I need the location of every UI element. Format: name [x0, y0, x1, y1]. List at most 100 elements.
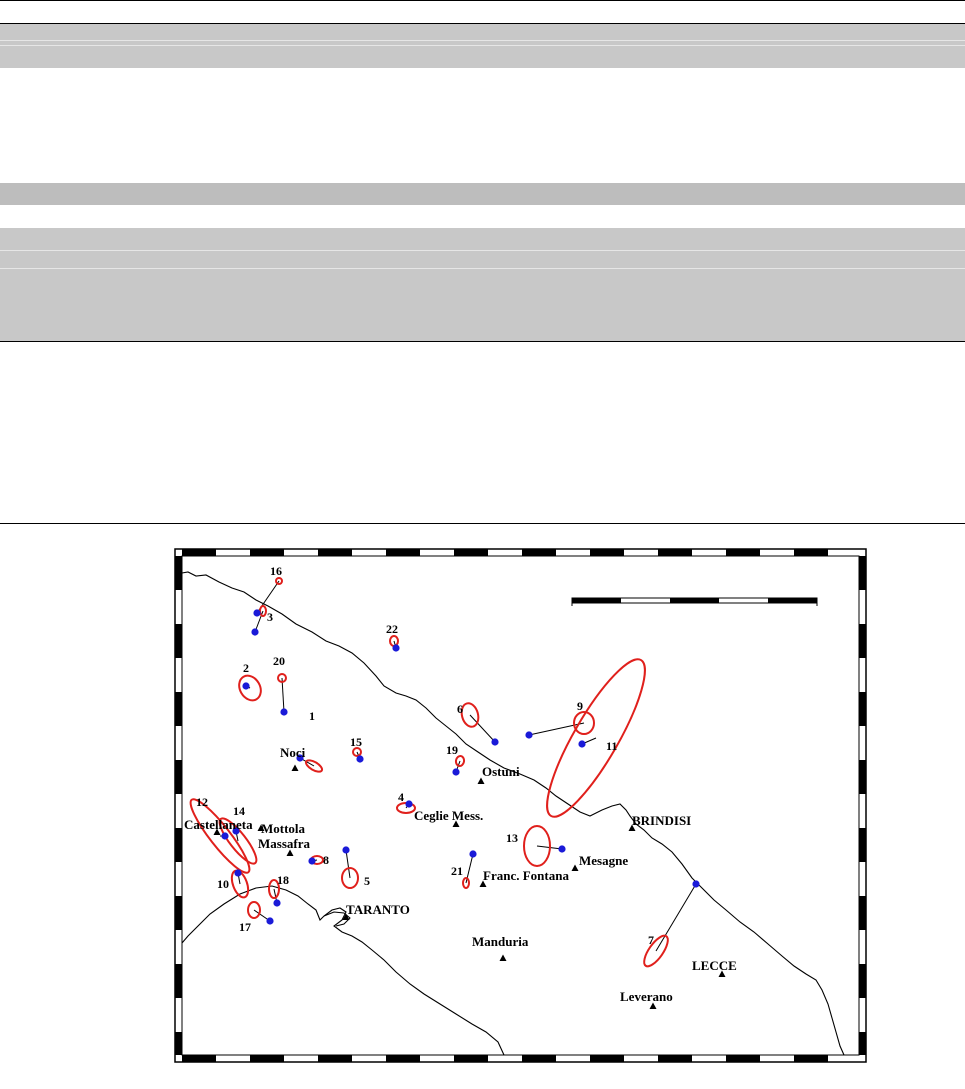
town-franc_fontana-triangle-icon — [479, 880, 487, 887]
epicenter-19-icon — [452, 768, 460, 776]
frame-tick-left — [175, 760, 182, 794]
frame-tick-bottom — [658, 1055, 692, 1062]
town-label-mottola: Mottola — [261, 821, 306, 836]
frame-tick-bottom — [454, 1055, 488, 1062]
error-ellipse-21 — [462, 877, 470, 889]
frame-tick-left — [175, 692, 182, 726]
town-castellaneta-triangle-icon — [213, 828, 221, 835]
frame-tick-top — [522, 549, 556, 556]
event-label-5: 5 — [364, 874, 370, 888]
town-mottola-triangle-icon — [257, 824, 265, 831]
town-leverano-triangle-icon — [649, 1002, 657, 1009]
epicenter-16-icon — [253, 609, 261, 617]
frame-tick-bottom — [318, 1055, 352, 1062]
town-label-leverano: Leverano — [620, 989, 673, 1004]
event-label-15: 15 — [350, 735, 362, 749]
event-label-3: 3 — [267, 610, 273, 624]
event-label-21: 21 — [451, 864, 463, 878]
town-ostuni-triangle-icon — [477, 777, 485, 784]
error-ellipse-2 — [238, 674, 262, 702]
event-label-13: 13 — [506, 831, 518, 845]
coastline — [181, 571, 845, 1056]
frame-tick-top — [250, 549, 284, 556]
town-label-brindisi: BRINDISI — [632, 813, 691, 828]
event-label-6: 6 — [457, 702, 463, 716]
town-taranto-triangle-icon — [342, 913, 350, 920]
frame-tick-left — [175, 896, 182, 930]
epicenter-7-icon — [692, 880, 700, 888]
town-label-taranto: TARANTO — [346, 902, 410, 917]
frame-tick-top — [590, 549, 624, 556]
epicenter-13-icon — [558, 845, 566, 853]
event-label-11: 11 — [606, 739, 617, 753]
error-ellipse-6 — [460, 702, 480, 728]
frame-tick-left — [175, 556, 182, 590]
frame-tick-bottom — [182, 1055, 216, 1062]
frame-tick-bottom — [794, 1055, 828, 1062]
town-label-manduria: Manduria — [472, 934, 529, 949]
frame-tick-bottom — [726, 1055, 760, 1062]
town-label-castellaneta: Castellaneta — [184, 817, 253, 832]
epicenter-14-icon — [232, 827, 240, 835]
frame-tick-top — [454, 549, 488, 556]
epicenter-21-icon — [469, 850, 477, 858]
town-massafra-triangle-icon — [286, 849, 294, 856]
frame-tick-bottom — [522, 1055, 556, 1062]
error-ellipse-18 — [268, 879, 280, 899]
town-lecce-triangle-icon — [718, 970, 726, 977]
error-ellipse-16 — [275, 577, 283, 585]
town-label-franc_fontana: Franc. Fontana — [483, 868, 569, 883]
event-link-5 — [345, 849, 351, 879]
event-link-20 — [281, 677, 285, 713]
map-frame-ticks — [175, 549, 866, 1062]
epicenter-2-icon — [242, 682, 250, 690]
epicenter-8-icon — [308, 857, 316, 865]
event-label-4: 4 — [398, 790, 404, 804]
top-rule — [0, 0, 965, 1]
event-label-2: 2 — [243, 661, 249, 675]
frame-tick-bottom — [386, 1055, 420, 1062]
epicenter-1-icon — [296, 754, 304, 762]
epicenter-10-icon — [234, 869, 242, 877]
frame-tick-top — [658, 549, 692, 556]
table-section-band — [0, 183, 965, 205]
epicenter-6-icon — [491, 738, 499, 746]
event-label-14: 14 — [233, 804, 245, 818]
event-label-1: 1 — [309, 709, 315, 723]
error-ellipse-1 — [304, 759, 324, 773]
event-label-19: 19 — [446, 743, 458, 757]
event-label-16: 16 — [270, 564, 282, 578]
town-brindisi-triangle-icon — [628, 824, 636, 831]
table-header-band-2 — [0, 228, 965, 341]
epicenter-3-icon — [251, 628, 259, 636]
town-mesagne-triangle-icon — [571, 864, 579, 871]
frame-tick-top — [318, 549, 352, 556]
frame-tick-bottom — [590, 1055, 624, 1062]
epicenter-18-icon — [273, 899, 281, 907]
error-ellipse-15 — [352, 747, 362, 757]
town-label-noci: Noci — [280, 745, 306, 760]
error-ellipse-19 — [454, 755, 466, 767]
frame-tick-bottom — [250, 1055, 284, 1062]
event-label-8: 8 — [323, 853, 329, 867]
frame-tick-top — [726, 549, 760, 556]
town-noci-triangle-icon — [291, 764, 299, 771]
frame-tick-left — [175, 1032, 182, 1055]
town-label-mesagne: Mesagne — [579, 853, 628, 868]
event-label-7: 7 — [648, 933, 654, 947]
town-label-ostuni: Ostuni — [482, 764, 520, 779]
event-label-12: 12 — [196, 795, 208, 809]
epicenter-17-icon — [266, 917, 274, 925]
event-label-20: 20 — [273, 654, 285, 668]
town-manduria-triangle-icon — [499, 954, 507, 961]
event-label-9: 9 — [577, 699, 583, 713]
map-outer-border — [174, 548, 867, 1063]
scale-bar — [571, 597, 818, 606]
error-ellipse-5 — [341, 867, 359, 889]
error-ellipse-13 — [523, 825, 551, 867]
error-ellipse-14 — [218, 817, 258, 865]
event-label-10: 10 — [217, 877, 229, 891]
